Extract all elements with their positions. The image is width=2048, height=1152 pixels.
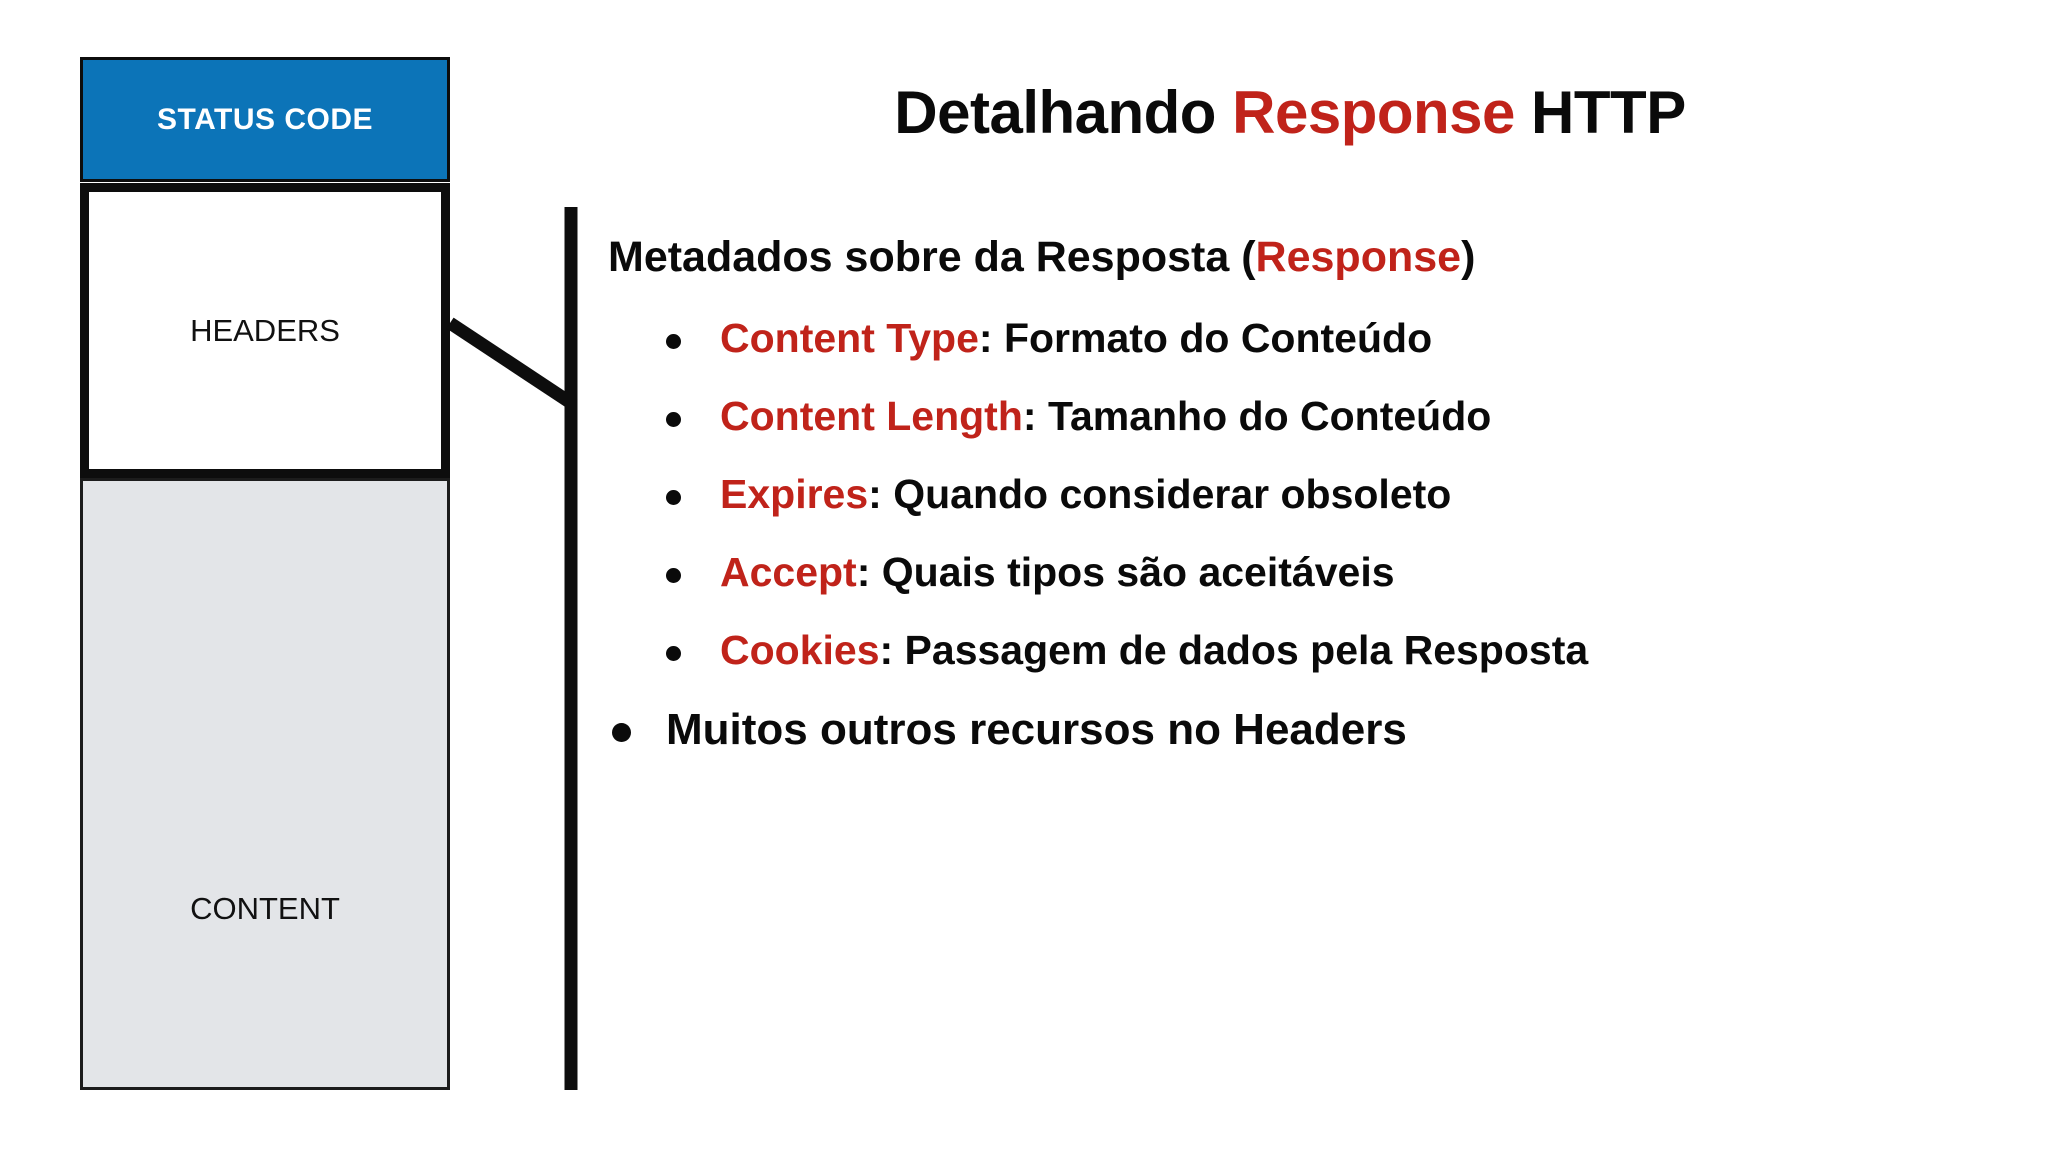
status-code-label: STATUS CODE xyxy=(156,102,374,136)
list-item: Content Length: Tamanho do Conteúdo xyxy=(600,396,2000,437)
bullet-desc: Quais tipos são aceitáveis xyxy=(881,549,1395,595)
intro-lead: Metadados sobre da Resposta ( xyxy=(608,233,1256,281)
bullet-desc: Passagem de dados pela Resposta xyxy=(904,627,1589,673)
intro-line: Metadados sobre da Resposta (Response) xyxy=(608,236,2000,279)
bullet-sep: : xyxy=(879,627,905,673)
body-content: Metadados sobre da Resposta (Response) C… xyxy=(600,236,2000,752)
bullet-sep: : xyxy=(978,315,1004,361)
response-structure-diagram: STATUS CODE HEADERS CONTENT xyxy=(80,57,450,1090)
list-item: Expires: Quando considerar obsoleto xyxy=(600,474,2000,515)
connector-line xyxy=(446,207,578,1090)
summary-list: Muitos outros recursos no Headers xyxy=(600,708,2000,752)
bullet-term: Content Type xyxy=(720,315,979,361)
bullet-desc: Quando considerar obsoleto xyxy=(893,471,1452,517)
title-part-accent: Response xyxy=(1232,79,1515,147)
list-item: Accept: Quais tipos são aceitáveis xyxy=(600,552,2000,593)
bullet-term: Expires xyxy=(720,471,869,517)
bullet-term: Cookies xyxy=(720,627,880,673)
bullet-sep: : xyxy=(856,549,882,595)
bullet-desc: Formato do Conteúdo xyxy=(1003,315,1433,361)
summary-text: Muitos outros recursos no Headers xyxy=(666,705,1407,754)
title-part-1: Detalhando xyxy=(894,79,1233,147)
intro-tail: ) xyxy=(1461,233,1476,281)
bullet-sep: : xyxy=(868,471,894,517)
content-box: CONTENT xyxy=(80,478,450,1090)
content-label: CONTENT xyxy=(190,891,340,926)
bullet-term: Content Length xyxy=(720,393,1023,439)
header-fields-list: Content Type: Formato do Conteúdo Conten… xyxy=(600,318,2000,671)
list-item: Cookies: Passagem de dados pela Resposta xyxy=(600,630,2000,671)
status-code-box: STATUS CODE xyxy=(80,57,450,182)
list-item: Content Type: Formato do Conteúdo xyxy=(600,318,2000,359)
title-part-3: HTTP xyxy=(1514,79,1686,147)
bullet-desc: Tamanho do Conteúdo xyxy=(1047,393,1492,439)
list-item: Muitos outros recursos no Headers xyxy=(600,708,2000,752)
page-title: Detalhando Response HTTP xyxy=(590,78,1990,147)
intro-accent: Response xyxy=(1255,233,1462,281)
bullet-sep: : xyxy=(1022,393,1048,439)
headers-box: HEADERS xyxy=(80,183,450,478)
bullet-term: Accept xyxy=(720,549,857,595)
headers-label: HEADERS xyxy=(190,312,340,348)
